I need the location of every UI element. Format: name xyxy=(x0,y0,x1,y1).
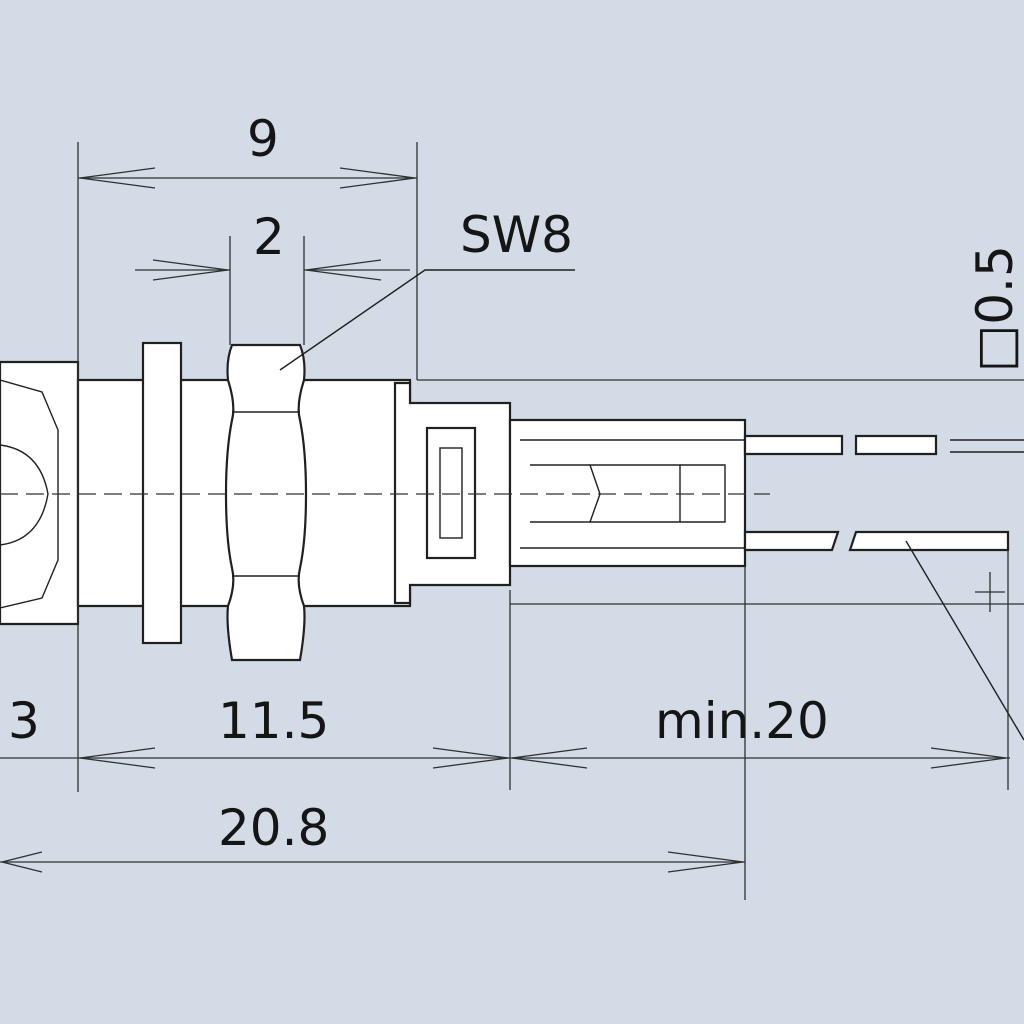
dim-label-2: 2 xyxy=(253,208,285,266)
washer xyxy=(141,341,183,645)
socket-body xyxy=(0,341,1024,662)
dim-label-3: 3 xyxy=(8,692,40,750)
pin-square-label: □0.5 xyxy=(966,245,1024,372)
dim-label-20-8: 20.8 xyxy=(218,799,329,857)
dimension-lines xyxy=(0,167,1010,873)
dim-label-9: 9 xyxy=(247,110,279,168)
extension-lines xyxy=(77,142,1024,900)
wrench-size-label: SW8 xyxy=(460,206,573,264)
hex-nut xyxy=(224,343,308,662)
dim-label-11-5: 11.5 xyxy=(218,692,329,750)
dim-label-min-20: min.20 xyxy=(655,692,829,750)
leader-lines xyxy=(279,269,1024,741)
